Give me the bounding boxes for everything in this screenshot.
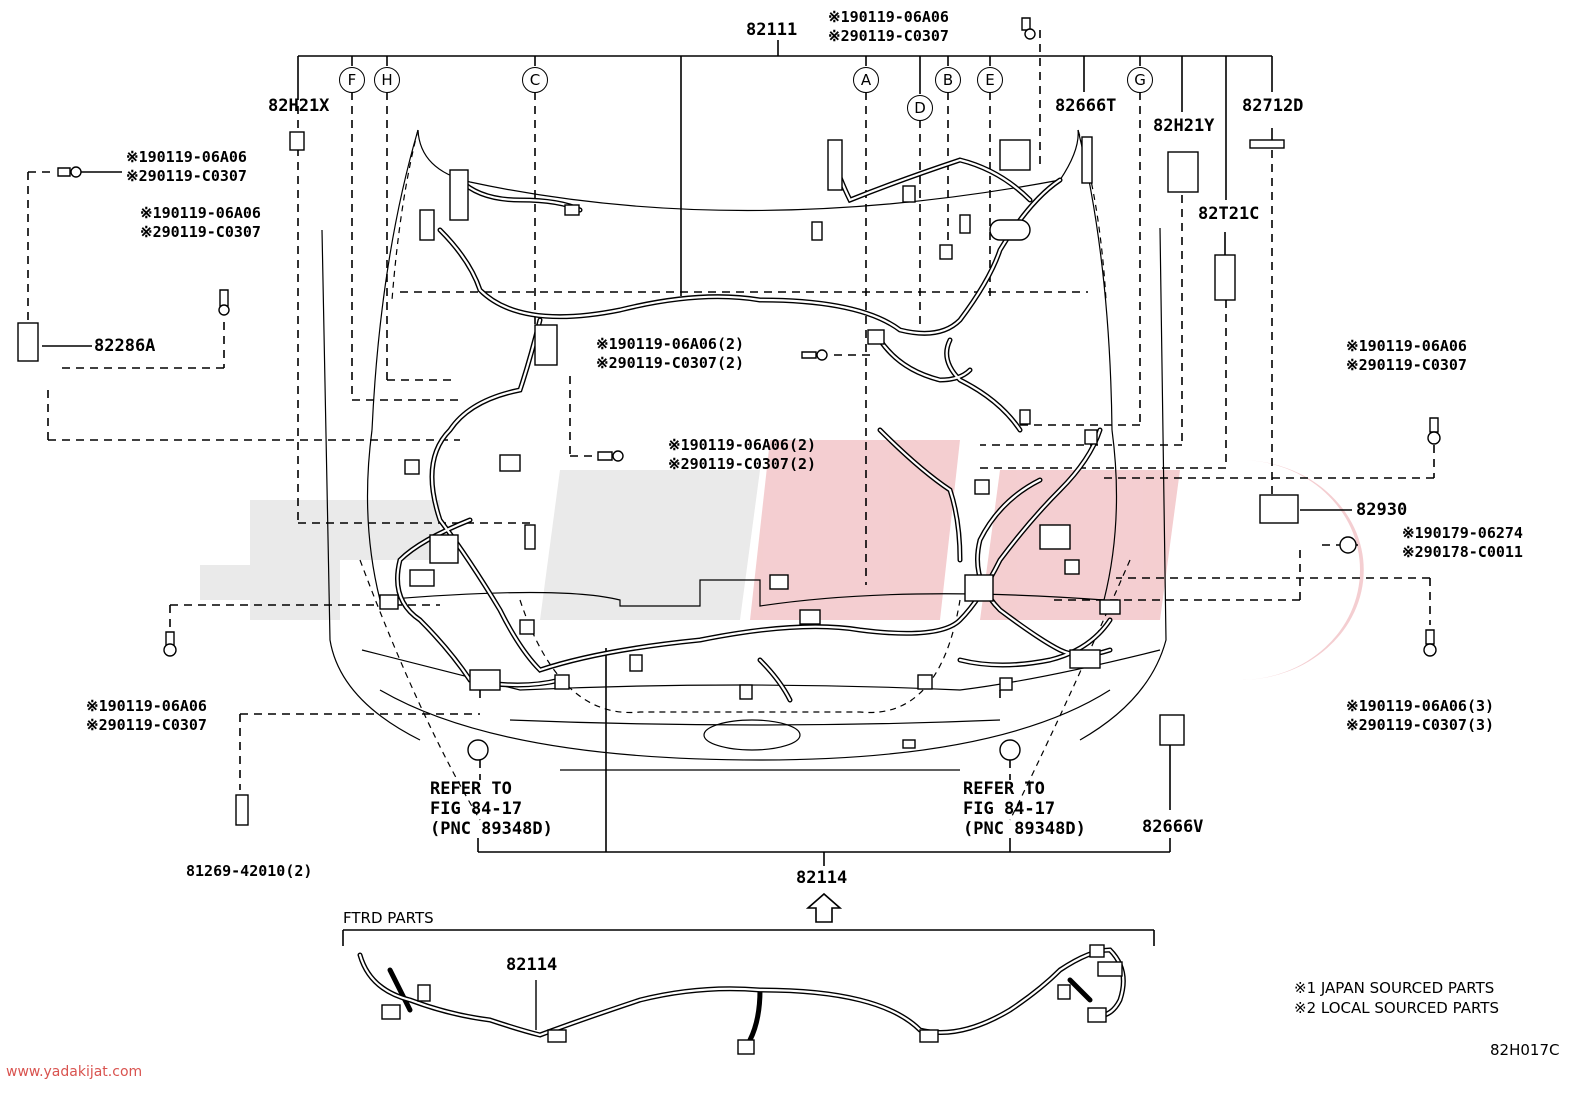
fastener-code: ※190119-06A06(3) [1346,697,1495,715]
refer-line: REFER TO [963,779,1045,799]
left-fastener-1: ※190119-06A06 ※290119-C0307 [126,148,247,186]
fastener-code: ※190119-06A06 [126,148,247,166]
watermark-url[interactable]: www.yadakijat.com [6,1064,143,1080]
part-82T21C-label: 82T21C [1198,204,1260,224]
refer-line: (PNC 89348D) [963,819,1086,839]
fastener-code: ※190119-06A06 [828,8,949,26]
refer-line: FIG 84-17 [430,799,523,819]
right-fastener-1: ※190119-06A06 ※290119-C0307 [1346,337,1467,375]
fastener-code: ※190119-06A06 [1346,337,1467,355]
fastener-code: ※190119-06A06(2) [596,335,745,353]
fastener-code: ※190119-06A06 [140,204,261,222]
part-81269-label: 81269-42010(2) [186,862,313,880]
fastener-code: ※290119-C0307(2) [596,354,745,372]
left-fastener-2: ※190119-06A06 ※290119-C0307 [140,204,261,242]
circle-label-A: A [853,67,879,93]
ftrd-part-82114-label: 82114 [506,955,558,975]
circle-label-B: B [935,67,961,93]
part-82666V-label: 82666V [1142,817,1204,837]
fastener-code: ※290119-C0307(3) [1346,716,1495,734]
ftrd-parts-label: FTRD PARTS [343,909,434,927]
part-82286A-label: 82286A [94,336,156,356]
watermark-logo [200,440,1364,680]
right-fastener-3: ※190119-06A06(3) ※290119-C0307(3) [1346,697,1494,735]
part-82930-label: 82930 [1356,500,1408,520]
fastener-code: ※190119-06A06 [86,697,207,715]
top-fastener-label: ※190119-06A06 ※290119-C0307 [828,8,949,46]
fastener-code: ※290119-C0307 [86,716,207,734]
refer-line: REFER TO [430,779,512,799]
fastener-code: ※290119-C0307 [126,167,247,185]
fastener-code: ※290119-C0307 [828,27,949,45]
center-fastener-1: ※190119-06A06(2) ※290119-C0307(2) [596,335,744,373]
circle-label-F: F [339,67,365,93]
part-82114-label: 82114 [796,868,848,888]
circle-label-E: E [977,67,1003,93]
diagram-code: 82H017C [1490,1041,1560,1059]
refer-note-left: REFER TO FIG 84-17 (PNC 89348D) [430,779,553,839]
sourcing-notes: ※1 JAPAN SOURCED PARTS ※2 LOCAL SOURCED … [1294,978,1499,1018]
refer-note-right: REFER TO FIG 84-17 (PNC 89348D) [963,779,1086,839]
fastener-code: ※190119-06A06(2) [668,436,817,454]
right-fastener-2: ※190179-06274 ※290178-C0011 [1402,524,1523,562]
circle-label-D: D [907,95,933,121]
left-fastener-3: ※190119-06A06 ※290119-C0307 [86,697,207,735]
fastener-code: ※290178-C0011 [1402,543,1523,561]
fastener-code: ※290119-C0307 [1346,356,1467,374]
note-local: ※2 LOCAL SOURCED PARTS [1294,999,1499,1017]
center-fastener-2: ※190119-06A06(2) ※290119-C0307(2) [668,436,816,474]
part-82H21Y-label: 82H21Y [1153,116,1215,136]
circle-label-C: C [522,67,548,93]
circle-label-G: G [1127,67,1153,93]
note-japan: ※1 JAPAN SOURCED PARTS [1294,979,1495,997]
fastener-code: ※290119-C0307(2) [668,455,817,473]
fastener-code: ※190179-06274 [1402,524,1523,542]
part-82712D-label: 82712D [1242,96,1304,116]
refer-line: (PNC 89348D) [430,819,553,839]
part-82111-label: 82111 [746,20,798,40]
circle-label-H: H [374,67,400,93]
part-82666T-label: 82666T [1055,96,1117,116]
fastener-code: ※290119-C0307 [140,223,261,241]
part-82H21X-label: 82H21X [268,96,330,116]
refer-line: FIG 84-17 [963,799,1056,819]
